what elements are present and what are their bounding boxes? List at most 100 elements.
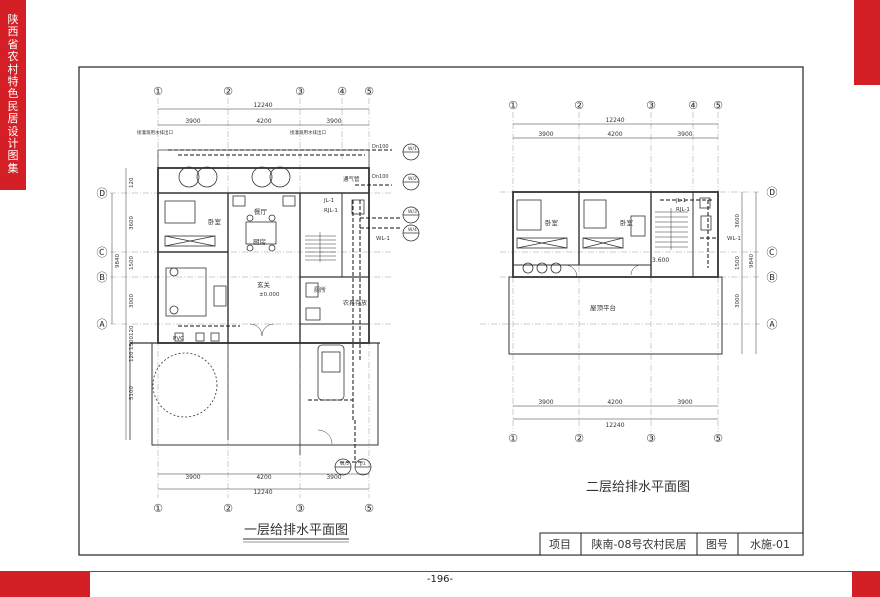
plan1-room-living: 玄关 xyxy=(257,280,271,289)
plan2-room-bedroom2: 卧室 xyxy=(620,218,634,227)
plan1-dim-left-2: 3600 xyxy=(129,216,135,230)
plan2-dim-right-3: 3000 xyxy=(735,294,741,308)
plan2-axis-bottom-5: ⑤ xyxy=(713,432,723,445)
plan2-axis-top-3: ③ xyxy=(646,99,656,112)
plan2-axis-bottom-3: ③ xyxy=(646,432,656,445)
plan1-mark-w5: W/5 xyxy=(340,461,349,467)
label-project: 项目 xyxy=(549,538,571,551)
plan1-axis-left-d: Ⓓ xyxy=(97,187,108,200)
plan2-dim-top-1: 3900 xyxy=(538,131,553,138)
plan2-axis-top-4: ④ xyxy=(688,99,698,112)
plan1-labels: ① ② ③ ④ ⑤ ① ② ③ ⑤ Ⓓ Ⓒ Ⓑ Ⓐ 12240 3900 420… xyxy=(97,85,417,543)
plan1-dim-left-3: 1500 xyxy=(129,256,135,270)
plan1-axis-top-2: ② xyxy=(223,85,233,98)
plan1-axis-bottom-5: ⑤ xyxy=(364,502,374,515)
plan1-mark-w1: W/1 xyxy=(408,146,417,152)
plan2-labels: ① ② ③ ④ ⑤ ① ② ③ ⑤ Ⓓ Ⓒ Ⓑ Ⓐ 12240 3900 420… xyxy=(508,99,777,495)
plan1-dim-left-5: 120 xyxy=(129,325,135,336)
plan1-dim-left-1: 120 xyxy=(129,177,135,188)
plan2-axis-top-5: ⑤ xyxy=(713,99,723,112)
plan1-dim-top-3: 3900 xyxy=(326,118,341,125)
plan2-room-terrace: 屋顶平台 xyxy=(590,303,616,312)
sheet-frame xyxy=(78,66,804,556)
plan1-pv: PVC xyxy=(173,336,184,342)
plan2-axis-top-2: ② xyxy=(574,99,584,112)
plan1-axis-left-a: Ⓐ xyxy=(97,318,108,331)
plan1-note-pipe-b: 接灌溉用水排出口 xyxy=(290,129,326,136)
plan2-upper-floor xyxy=(480,112,760,432)
plan2-dim-right-1: 3600 xyxy=(735,214,741,228)
plan2-dim-bottom-3: 3900 xyxy=(677,399,692,406)
plan1-mark-w2: W/2 xyxy=(408,176,417,182)
plan2-axis-right-c: Ⓒ xyxy=(767,246,778,259)
plan1-note-vent: 通气管 xyxy=(343,175,360,183)
plan1-room-small: 农具存放 xyxy=(343,299,367,307)
plan1-room-dining: 厨房 xyxy=(253,237,266,246)
plan1-dim-bottom-3: 3900 xyxy=(326,474,341,481)
plan1-dim-left-8: 5100 xyxy=(129,386,135,400)
page-number: -196- xyxy=(426,574,454,585)
title-block: 项目 陕南-08号农村民居 图号 水施-01 xyxy=(539,532,804,556)
project-name: 陕南-08号农村民居 xyxy=(592,537,687,551)
plan1-dim-left-6: 1500 xyxy=(129,336,135,350)
plan2-axis-top-1: ① xyxy=(508,99,518,112)
plan1-dim-left-7: 120 xyxy=(129,351,135,362)
plan1-axis-bottom-3: ③ xyxy=(295,502,305,515)
sidebar-tab: 陕西省农村特色民居设计图集 xyxy=(0,0,26,190)
plan2-tag-rjl: RJL-1 xyxy=(676,207,690,213)
plan1-room-bedroom: 卧室 xyxy=(208,217,222,226)
plan2-axis-bottom-1: ① xyxy=(508,432,518,445)
plan1-mark-w4: W/4 xyxy=(408,227,417,233)
plan1-tag-rjl: RJL-1 xyxy=(324,208,338,214)
plan1-ground-floor xyxy=(110,98,420,498)
plan1-mark-j1: J/1 xyxy=(359,461,366,467)
plan1-dim-top-1: 3900 xyxy=(185,118,200,125)
plan1-room-kitchen: 餐厅 xyxy=(254,207,268,216)
plan1-dim-top-2: 4200 xyxy=(256,118,271,125)
plan2-tag-wl: WL-1 xyxy=(727,236,741,242)
plan2-dim-top-total: 12240 xyxy=(605,117,624,124)
plan1-room-toilet: 厕所 xyxy=(314,286,326,294)
plan2-dim-right-total: 9840 xyxy=(749,254,755,268)
plan2-tag-jl: JL-1 xyxy=(675,198,686,204)
plan2-level: 3.600 xyxy=(652,257,669,264)
plan1-axis-left-c: Ⓒ xyxy=(97,246,108,259)
plan1-axis-top-4: ④ xyxy=(337,85,347,98)
drawing-no: 水施-01 xyxy=(750,538,790,551)
plan1-axis-top-3: ③ xyxy=(295,85,305,98)
label-drawing-no: 图号 xyxy=(706,538,728,551)
plan1-axis-top-5: ⑤ xyxy=(364,85,374,98)
plan2-dim-right-2: 1500 xyxy=(735,256,741,270)
plan2-axis-right-b: Ⓑ xyxy=(767,271,778,284)
plan2-dim-top-2: 4200 xyxy=(607,131,622,138)
plan1-title: 一层给排水平面图 xyxy=(244,523,348,538)
plan1-note-dn1: Dn100 xyxy=(372,144,389,150)
plan2-dim-top-3: 3900 xyxy=(677,131,692,138)
plan2-axis-right-d: Ⓓ xyxy=(767,186,778,199)
plan1-dim-top-total: 12240 xyxy=(253,102,272,109)
plan1-tag-wl: WL-1 xyxy=(376,236,390,242)
plan1-dim-bottom-2: 4200 xyxy=(256,474,271,481)
plan2-room-bedroom1: 卧室 xyxy=(545,218,559,227)
plan1-axis-bottom-1: ① xyxy=(153,502,163,515)
plan1-tag-jl: JL-1 xyxy=(323,198,334,204)
plan2-axis-right-a: Ⓐ xyxy=(767,318,778,331)
footer-line xyxy=(90,571,852,572)
plan1-dim-left-total: 9840 xyxy=(115,254,121,268)
footer-area xyxy=(90,571,852,597)
plan1-dim-left-4: 3000 xyxy=(129,294,135,308)
plan1-axis-left-b: Ⓑ xyxy=(97,271,108,284)
plan2-title: 二层给排水平面图 xyxy=(586,480,690,495)
plan1-note-pipe-a: 接灌溉用水排出口 xyxy=(137,129,173,136)
sidebar-title: 陕西省农村特色民居设计图集 xyxy=(7,13,19,175)
plan1-note-dn2: Dn100 xyxy=(372,174,389,180)
plan2-dim-bottom-2: 4200 xyxy=(607,399,622,406)
plan2-dim-bottom-total: 12240 xyxy=(605,422,624,429)
plan1-dim-bottom-1: 3900 xyxy=(185,474,200,481)
plan1-axis-top-1: ① xyxy=(153,85,163,98)
plan1-level: ±0.000 xyxy=(259,292,280,298)
plan2-axis-bottom-2: ② xyxy=(574,432,584,445)
plan2-dim-bottom-1: 3900 xyxy=(538,399,553,406)
corner-decoration xyxy=(854,0,880,85)
